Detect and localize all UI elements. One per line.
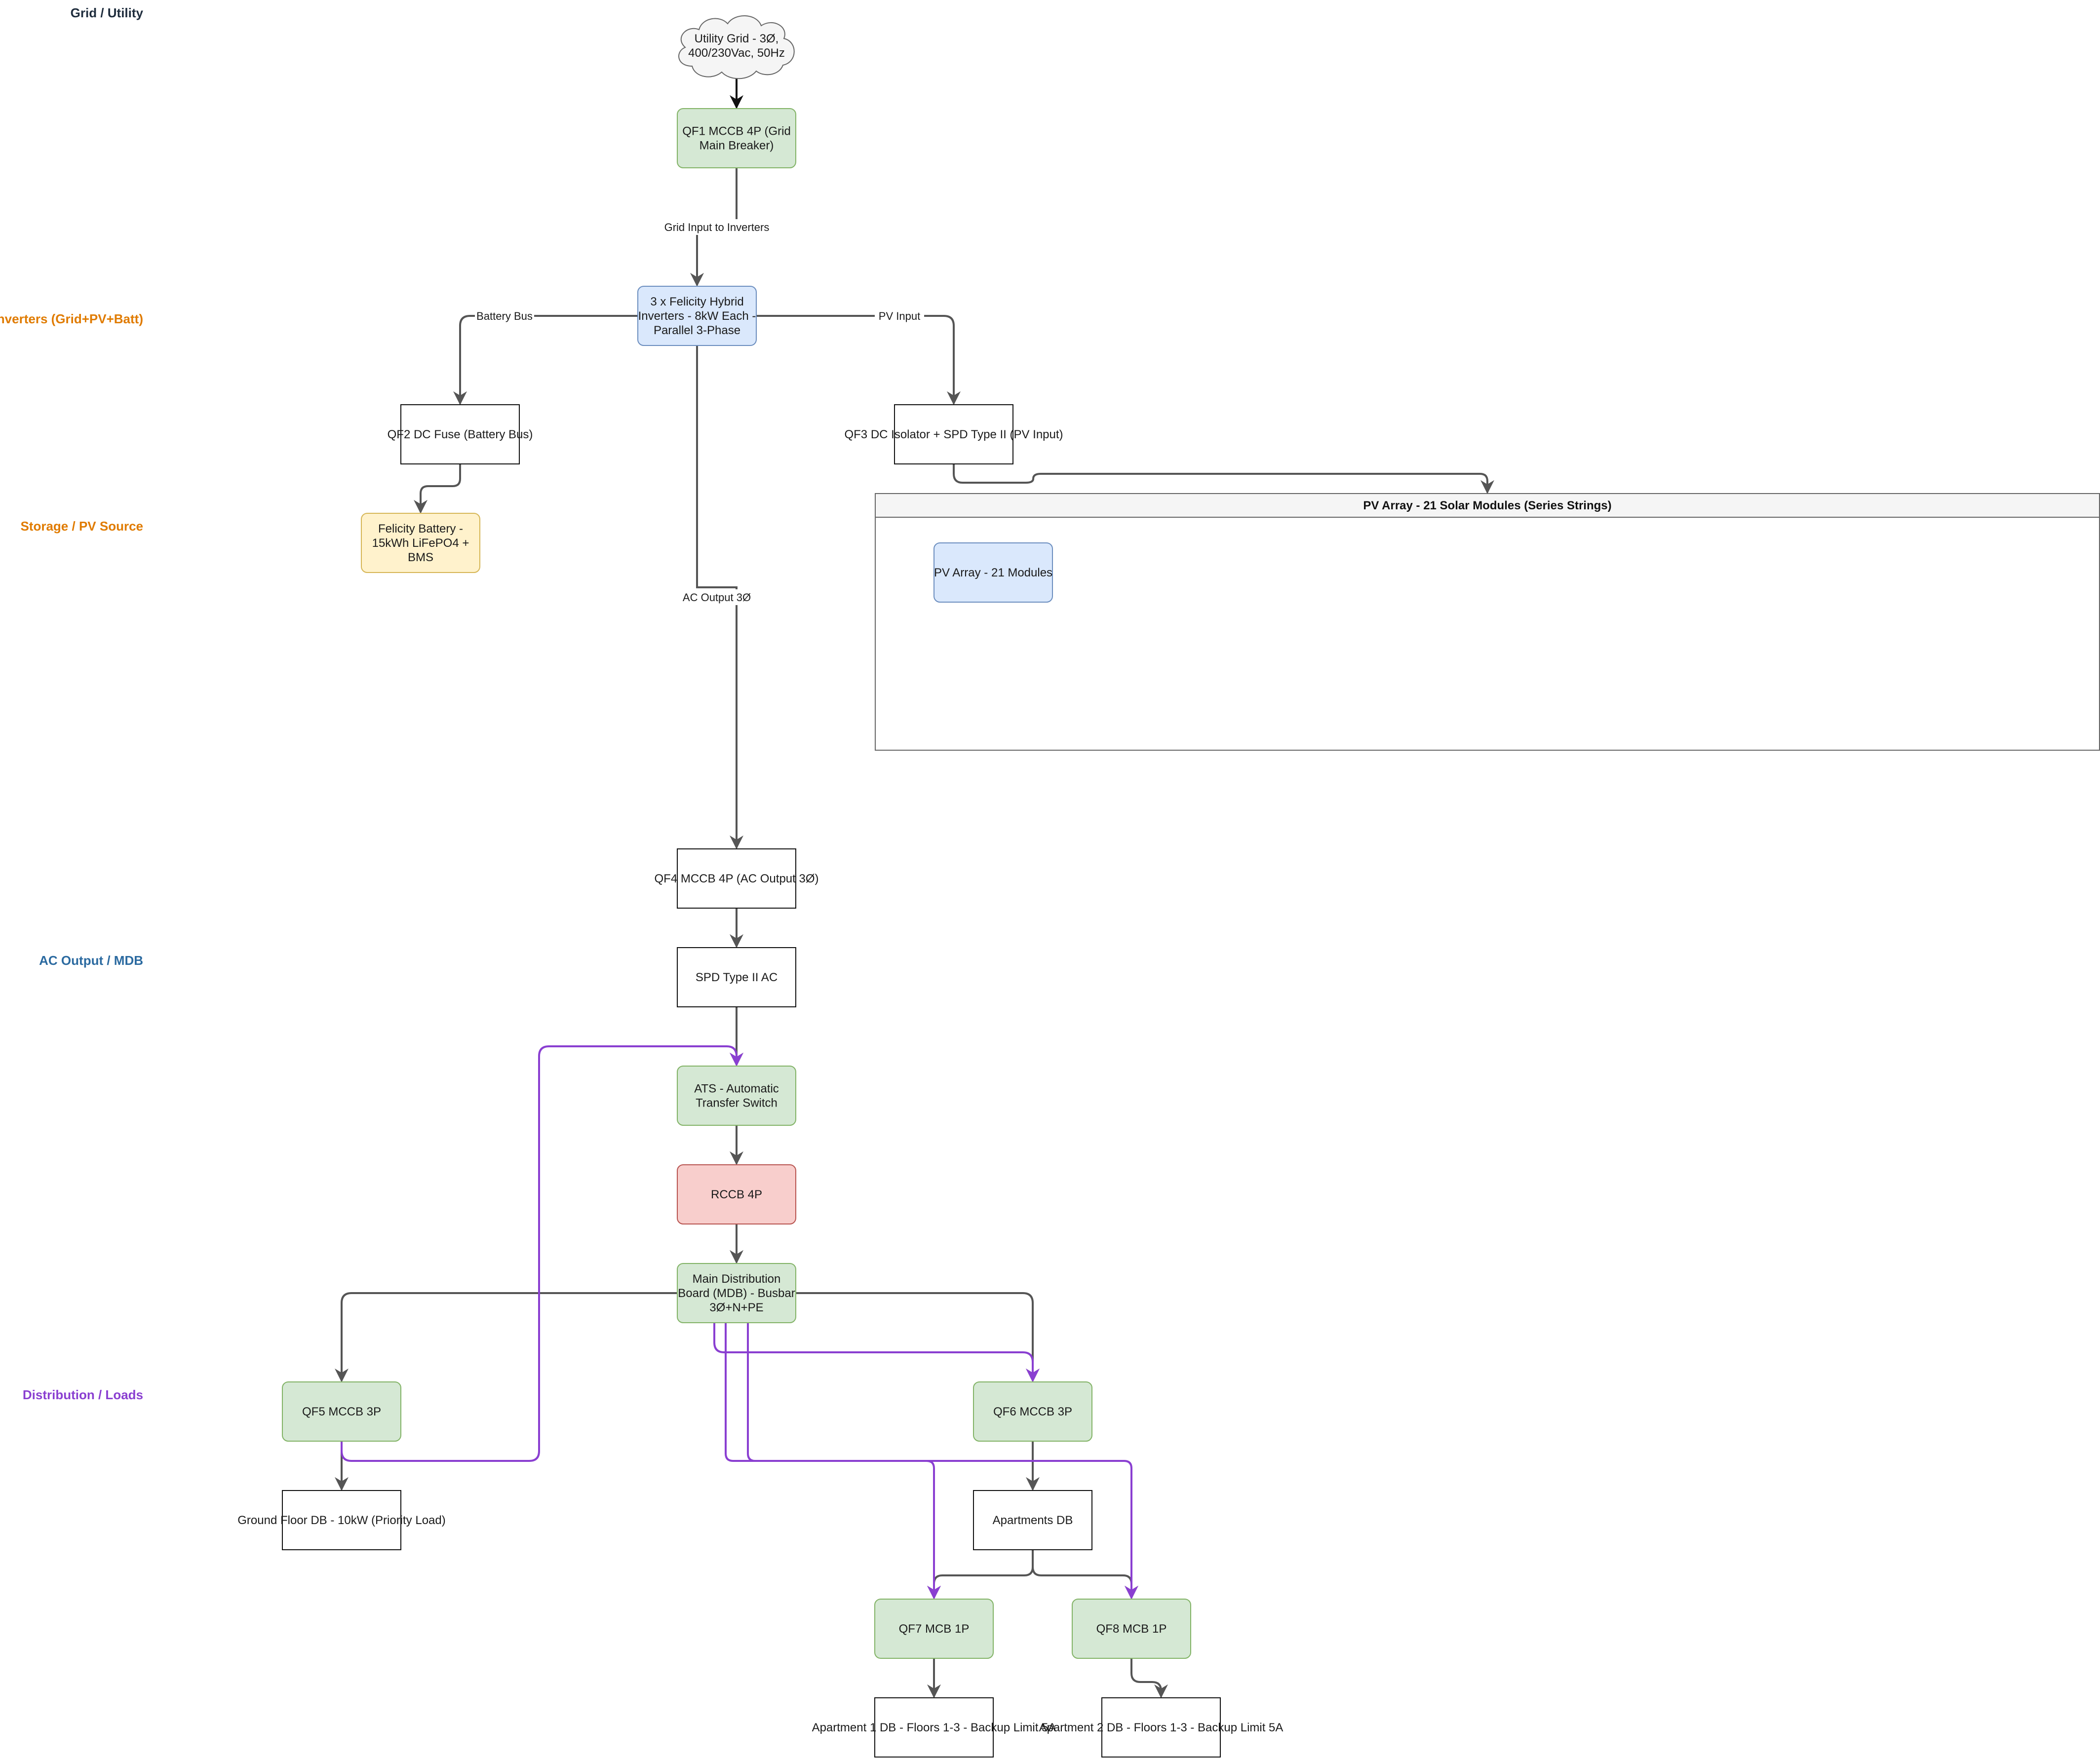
node-qf5-label: QF5 MCCB 3P [302, 1405, 381, 1418]
lane-label-ac-output: AC Output / MDB [39, 953, 143, 968]
node-battery-label: Felicity Battery -15kWh LiFePO4 +BMS [372, 522, 469, 564]
node-ground-db-label: Ground Floor DB - 10kW (Priority Load) [237, 1514, 445, 1527]
node-qf4[interactable]: QF4 MCCB 4P (AC Output 3Ø) [655, 848, 819, 909]
edge-label-battery-bus: Battery Bus [475, 308, 534, 324]
node-spd[interactable]: SPD Type II AC [677, 947, 796, 1007]
node-qf3-label: QF3 DC Isolator + SPD Type II (PV Input) [844, 428, 1063, 441]
node-apartments-db-label: Apartments DB [993, 1514, 1073, 1527]
edge-mdb-to-qf8-purple [747, 1323, 1138, 1600]
edge-apartments-db-to-qf8 [1032, 1550, 1138, 1600]
purple-edges [341, 1045, 1138, 1600]
node-qf3[interactable]: QF3 DC Isolator + SPD Type II (PV Input) [844, 404, 1063, 464]
lane-label-storage: Storage / PV Source [20, 519, 143, 534]
node-qf2-label: QF2 DC Fuse (Battery Bus) [388, 428, 533, 441]
utility-grid-label: Utility Grid - 3Ø,400/230Vac, 50Hz [688, 32, 785, 60]
svg-text:AC Output 3Ø: AC Output 3Ø [683, 591, 751, 604]
svg-text:Grid Input to Inverters: Grid Input to Inverters [664, 221, 770, 233]
node-battery[interactable]: Felicity Battery -15kWh LiFePO4 +BMS [361, 513, 480, 573]
edge-qf3-to-pv-array [953, 464, 1494, 494]
node-qf2[interactable]: QF2 DC Fuse (Battery Bus) [388, 404, 533, 464]
node-qf7[interactable]: QF7 MCB 1P [874, 1599, 994, 1659]
edge-qf8-to-apt2 [1130, 1658, 1168, 1698]
edge-label-ac-output: AC Output 3Ø [681, 589, 752, 605]
node-qf5[interactable]: QF5 MCCB 3P [282, 1381, 401, 1442]
svg-text:Battery Bus: Battery Bus [476, 310, 533, 322]
node-rccb-label: RCCB 4P [711, 1188, 762, 1201]
lane-label-grid: Grid / Utility [71, 5, 144, 20]
lane-label-distribution: Distribution / Loads [23, 1387, 143, 1402]
svg-text:PV Input: PV Input [879, 310, 920, 322]
edges [335, 78, 1494, 1698]
edge-mdb-to-qf6 [796, 1292, 1040, 1382]
node-pv-array-node-label: PV Array - 21 Modules [934, 566, 1052, 579]
node-rccb[interactable]: RCCB 4P [677, 1164, 796, 1224]
node-qf8[interactable]: QF8 MCB 1P [1072, 1599, 1191, 1659]
edge-label-pv-input: PV Input [875, 308, 924, 324]
edge-label-grid-input: Grid Input to Inverters [661, 219, 772, 235]
node-pv-array-node[interactable]: PV Array - 21 Modules [933, 542, 1053, 603]
utility-grid-node[interactable]: Utility Grid - 3Ø,400/230Vac, 50Hz [678, 15, 795, 79]
edge-qf5-to-ats [341, 1045, 743, 1462]
edge-mdb-to-qf5 [335, 1292, 677, 1382]
node-apt1[interactable]: Apartment 1 DB - Floors 1-3 - Backup Lim… [812, 1697, 1056, 1758]
edge-apartments-db-to-qf7 [927, 1550, 1034, 1600]
edge-inverters-to-qf2 [453, 315, 638, 405]
edge-inverters-to-qf3 [756, 315, 961, 405]
pv-array-container: PV Array - 21 Solar Modules (Series Stri… [875, 493, 2100, 751]
lane-label-inverters: Inverters (Grid+PV+Batt) [0, 311, 143, 326]
node-qf6-label: QF6 MCCB 3P [993, 1405, 1072, 1418]
pv-array-container-title: PV Array - 21 Solar Modules (Series Stri… [1363, 499, 1611, 512]
node-apt2-label: Apartment 2 DB - Floors 1-3 - Backup Lim… [1039, 1721, 1283, 1734]
node-qf6[interactable]: QF6 MCCB 3P [973, 1381, 1092, 1442]
node-spd-label: SPD Type II AC [696, 971, 778, 984]
edge-mdb-to-qf6-purple [713, 1323, 1040, 1382]
node-apt1-label: Apartment 1 DB - Floors 1-3 - Backup Lim… [812, 1721, 1056, 1734]
node-ground-db[interactable]: Ground Floor DB - 10kW (Priority Load) [237, 1490, 446, 1550]
node-qf8-label: QF8 MCB 1P [1096, 1622, 1167, 1636]
node-apt2[interactable]: Apartment 2 DB - Floors 1-3 - Backup Lim… [1039, 1697, 1283, 1758]
edge-qf2-to-battery [414, 464, 461, 514]
edge-inverters-to-qf4 [696, 345, 743, 849]
node-qf4-label: QF4 MCCB 4P (AC Output 3Ø) [655, 872, 819, 885]
node-apartments-db[interactable]: Apartments DB [973, 1490, 1092, 1550]
node-qf7-label: QF7 MCB 1P [899, 1622, 970, 1636]
